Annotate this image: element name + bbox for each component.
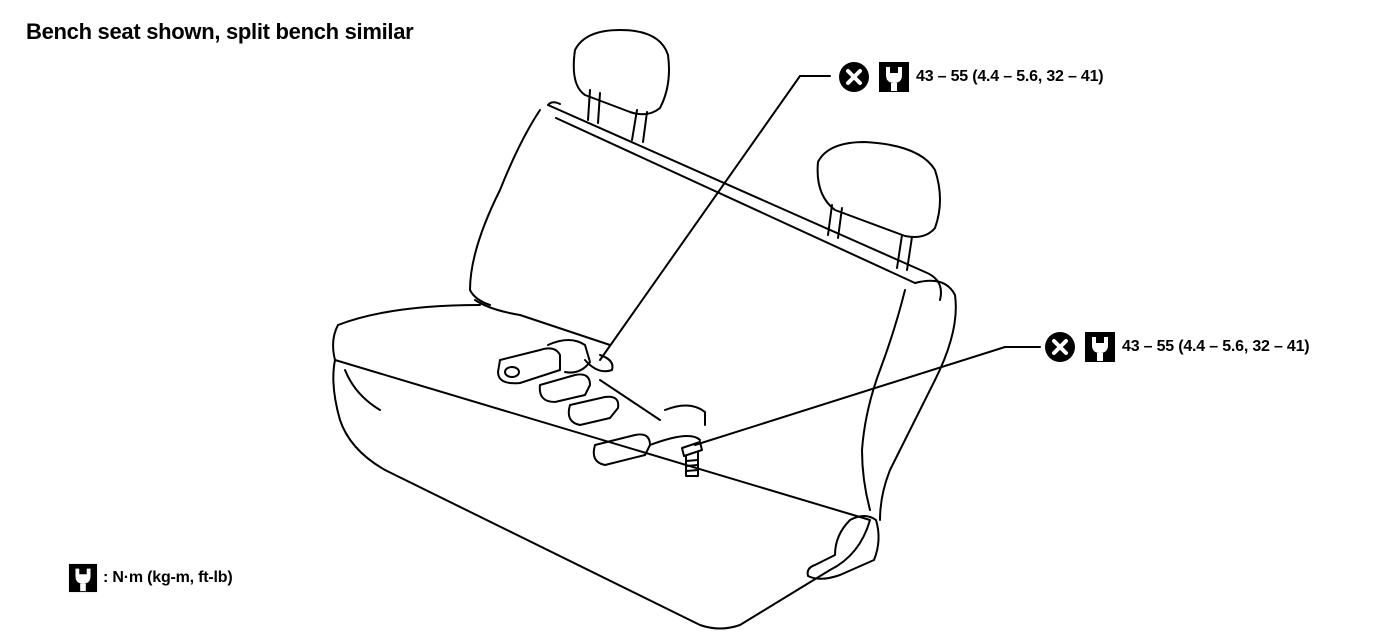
cushion xyxy=(332,304,871,630)
seat-back-side xyxy=(861,279,957,521)
leader-line-lower-diag xyxy=(694,346,1006,446)
torque-spec-lower: 43 – 55 (4.4 – 5.6, 32 – 41) xyxy=(1122,338,1310,355)
torque-wrench-icon xyxy=(1085,332,1115,362)
do-not-reuse-icon xyxy=(1045,332,1075,362)
units-legend-text: : N·m (kg-m, ft-lb) xyxy=(103,569,233,586)
headrest-right xyxy=(816,141,941,271)
seat-belt-buckles xyxy=(497,339,706,466)
headrest-left xyxy=(572,29,670,143)
units-legend: : N·m (kg-m, ft-lb) xyxy=(68,563,233,593)
torque-spec-upper: 43 – 55 (4.4 – 5.6, 32 – 41) xyxy=(916,68,1104,85)
torque-callout-upper: 43 – 55 (4.4 – 5.6, 32 – 41) xyxy=(838,61,1104,93)
anchor-bolt xyxy=(681,441,703,477)
diagram-title: Bench seat shown, split bench similar xyxy=(26,19,414,44)
leader-line-upper-diag xyxy=(599,75,801,361)
seat-hinge-bracket xyxy=(806,515,880,580)
torque-wrench-icon xyxy=(879,62,909,92)
torque-wrench-icon xyxy=(68,563,98,593)
torque-callout-lower: 43 – 55 (4.4 – 5.6, 32 – 41) xyxy=(1044,331,1310,363)
do-not-reuse-icon xyxy=(839,62,869,92)
